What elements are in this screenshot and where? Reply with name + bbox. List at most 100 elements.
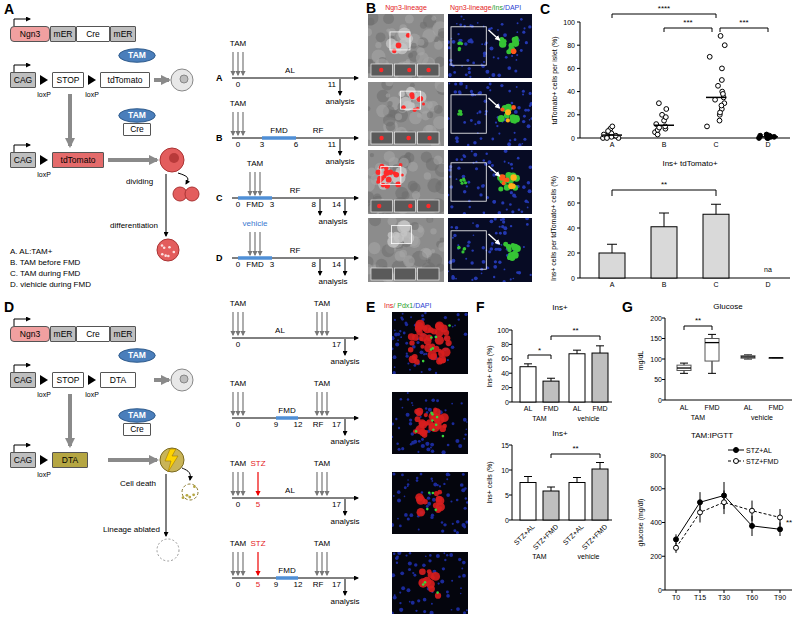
data-point xyxy=(606,129,611,134)
nucleus xyxy=(426,447,430,451)
axis-title: glucose (mg/dl) xyxy=(637,498,644,546)
tissue xyxy=(406,152,411,157)
fragment xyxy=(188,496,191,499)
box xyxy=(705,339,719,362)
nucleus xyxy=(397,490,401,494)
nucleus xyxy=(439,485,441,487)
injection-arrow xyxy=(242,472,243,495)
nucleus xyxy=(494,260,497,263)
tissue xyxy=(402,191,410,199)
label: *** xyxy=(739,19,748,27)
nucleus xyxy=(475,224,479,228)
labelled-cell xyxy=(426,204,430,208)
data-point xyxy=(718,34,723,39)
nucleus xyxy=(518,143,522,146)
nucleus xyxy=(169,153,179,163)
nucleus xyxy=(462,561,466,565)
construct-box: Ngn3 xyxy=(10,26,50,42)
oval-shape xyxy=(119,49,155,63)
label: analysis xyxy=(331,518,360,526)
label: TAM xyxy=(314,460,330,468)
insulin-cell xyxy=(426,419,433,426)
nucleus xyxy=(456,531,459,534)
nucleus xyxy=(401,586,405,590)
nucleus xyxy=(398,448,401,451)
nucleus xyxy=(415,610,417,612)
node-text: Ngn3 xyxy=(20,30,40,39)
image-ground xyxy=(448,150,532,214)
error-bar xyxy=(547,487,555,488)
timeline-letter: A xyxy=(216,74,223,83)
legend-sample xyxy=(728,457,744,465)
nucleus xyxy=(477,22,479,24)
tissue xyxy=(384,151,395,162)
nucleus xyxy=(466,501,468,504)
nucleus xyxy=(494,248,497,251)
nucleus xyxy=(455,278,457,280)
timeline-axis xyxy=(232,338,358,339)
arrow xyxy=(166,174,167,236)
node-text: CAG xyxy=(14,76,32,85)
inset-frame xyxy=(451,27,486,65)
nucleus xyxy=(503,231,507,235)
nucleus xyxy=(514,110,518,114)
fmd-period xyxy=(276,416,298,420)
nucleus xyxy=(471,249,473,251)
label: TAM xyxy=(230,460,246,468)
nucleus xyxy=(456,178,458,180)
analysis-arrow xyxy=(340,79,341,95)
bar xyxy=(651,227,677,278)
label: AL xyxy=(285,67,295,75)
pointer-arrow xyxy=(488,234,499,244)
nucleus xyxy=(450,500,452,502)
nucleus xyxy=(515,196,517,198)
insulin-cell xyxy=(507,255,512,260)
nucleus xyxy=(180,375,188,383)
small-islet xyxy=(459,177,467,184)
injection-arrow xyxy=(242,552,243,575)
inset xyxy=(418,268,439,280)
nucleus xyxy=(444,316,447,319)
labelled-cell xyxy=(376,170,381,175)
tick-label: 100 xyxy=(650,356,662,363)
labelled-cell xyxy=(511,105,516,110)
tick-label: 800 xyxy=(650,452,662,459)
chart-title: Glucose xyxy=(713,303,742,311)
promoter-arrow xyxy=(14,445,30,452)
nucleus xyxy=(416,477,419,480)
label: TAM xyxy=(247,160,263,168)
tick-label: 400 xyxy=(650,519,662,526)
label: vehicle xyxy=(578,415,600,422)
axis-tick xyxy=(509,402,512,403)
nucleus xyxy=(392,612,394,614)
nucleus xyxy=(451,609,453,611)
label: 8 xyxy=(312,201,316,209)
nucleus xyxy=(505,56,508,59)
label: dividing xyxy=(126,178,153,186)
node-text: STOP xyxy=(57,76,80,85)
nucleus xyxy=(494,218,497,221)
bar xyxy=(543,491,559,520)
nucleus xyxy=(393,355,397,359)
nucleus xyxy=(421,314,424,317)
nucleus xyxy=(407,483,410,486)
tissue xyxy=(403,255,415,267)
nucleus xyxy=(467,241,470,244)
label: *** xyxy=(683,19,692,27)
nucleus xyxy=(452,326,454,328)
nucleus xyxy=(509,203,512,206)
nucleus xyxy=(456,23,458,25)
tissue xyxy=(421,152,432,163)
label: loxP xyxy=(85,391,99,398)
construct-box: mER xyxy=(110,26,136,42)
chart-axis xyxy=(580,22,790,138)
insulin-cell xyxy=(433,408,441,416)
oval-shape xyxy=(119,109,155,123)
oval-label: TAM xyxy=(118,348,156,363)
node-text: CAG xyxy=(14,156,32,165)
labelled-cell xyxy=(377,204,381,208)
insulin-cell xyxy=(458,47,461,50)
small-islet xyxy=(457,41,463,51)
axis-title: Ins+ cells (%) xyxy=(486,345,493,387)
axis-tick xyxy=(662,488,665,489)
